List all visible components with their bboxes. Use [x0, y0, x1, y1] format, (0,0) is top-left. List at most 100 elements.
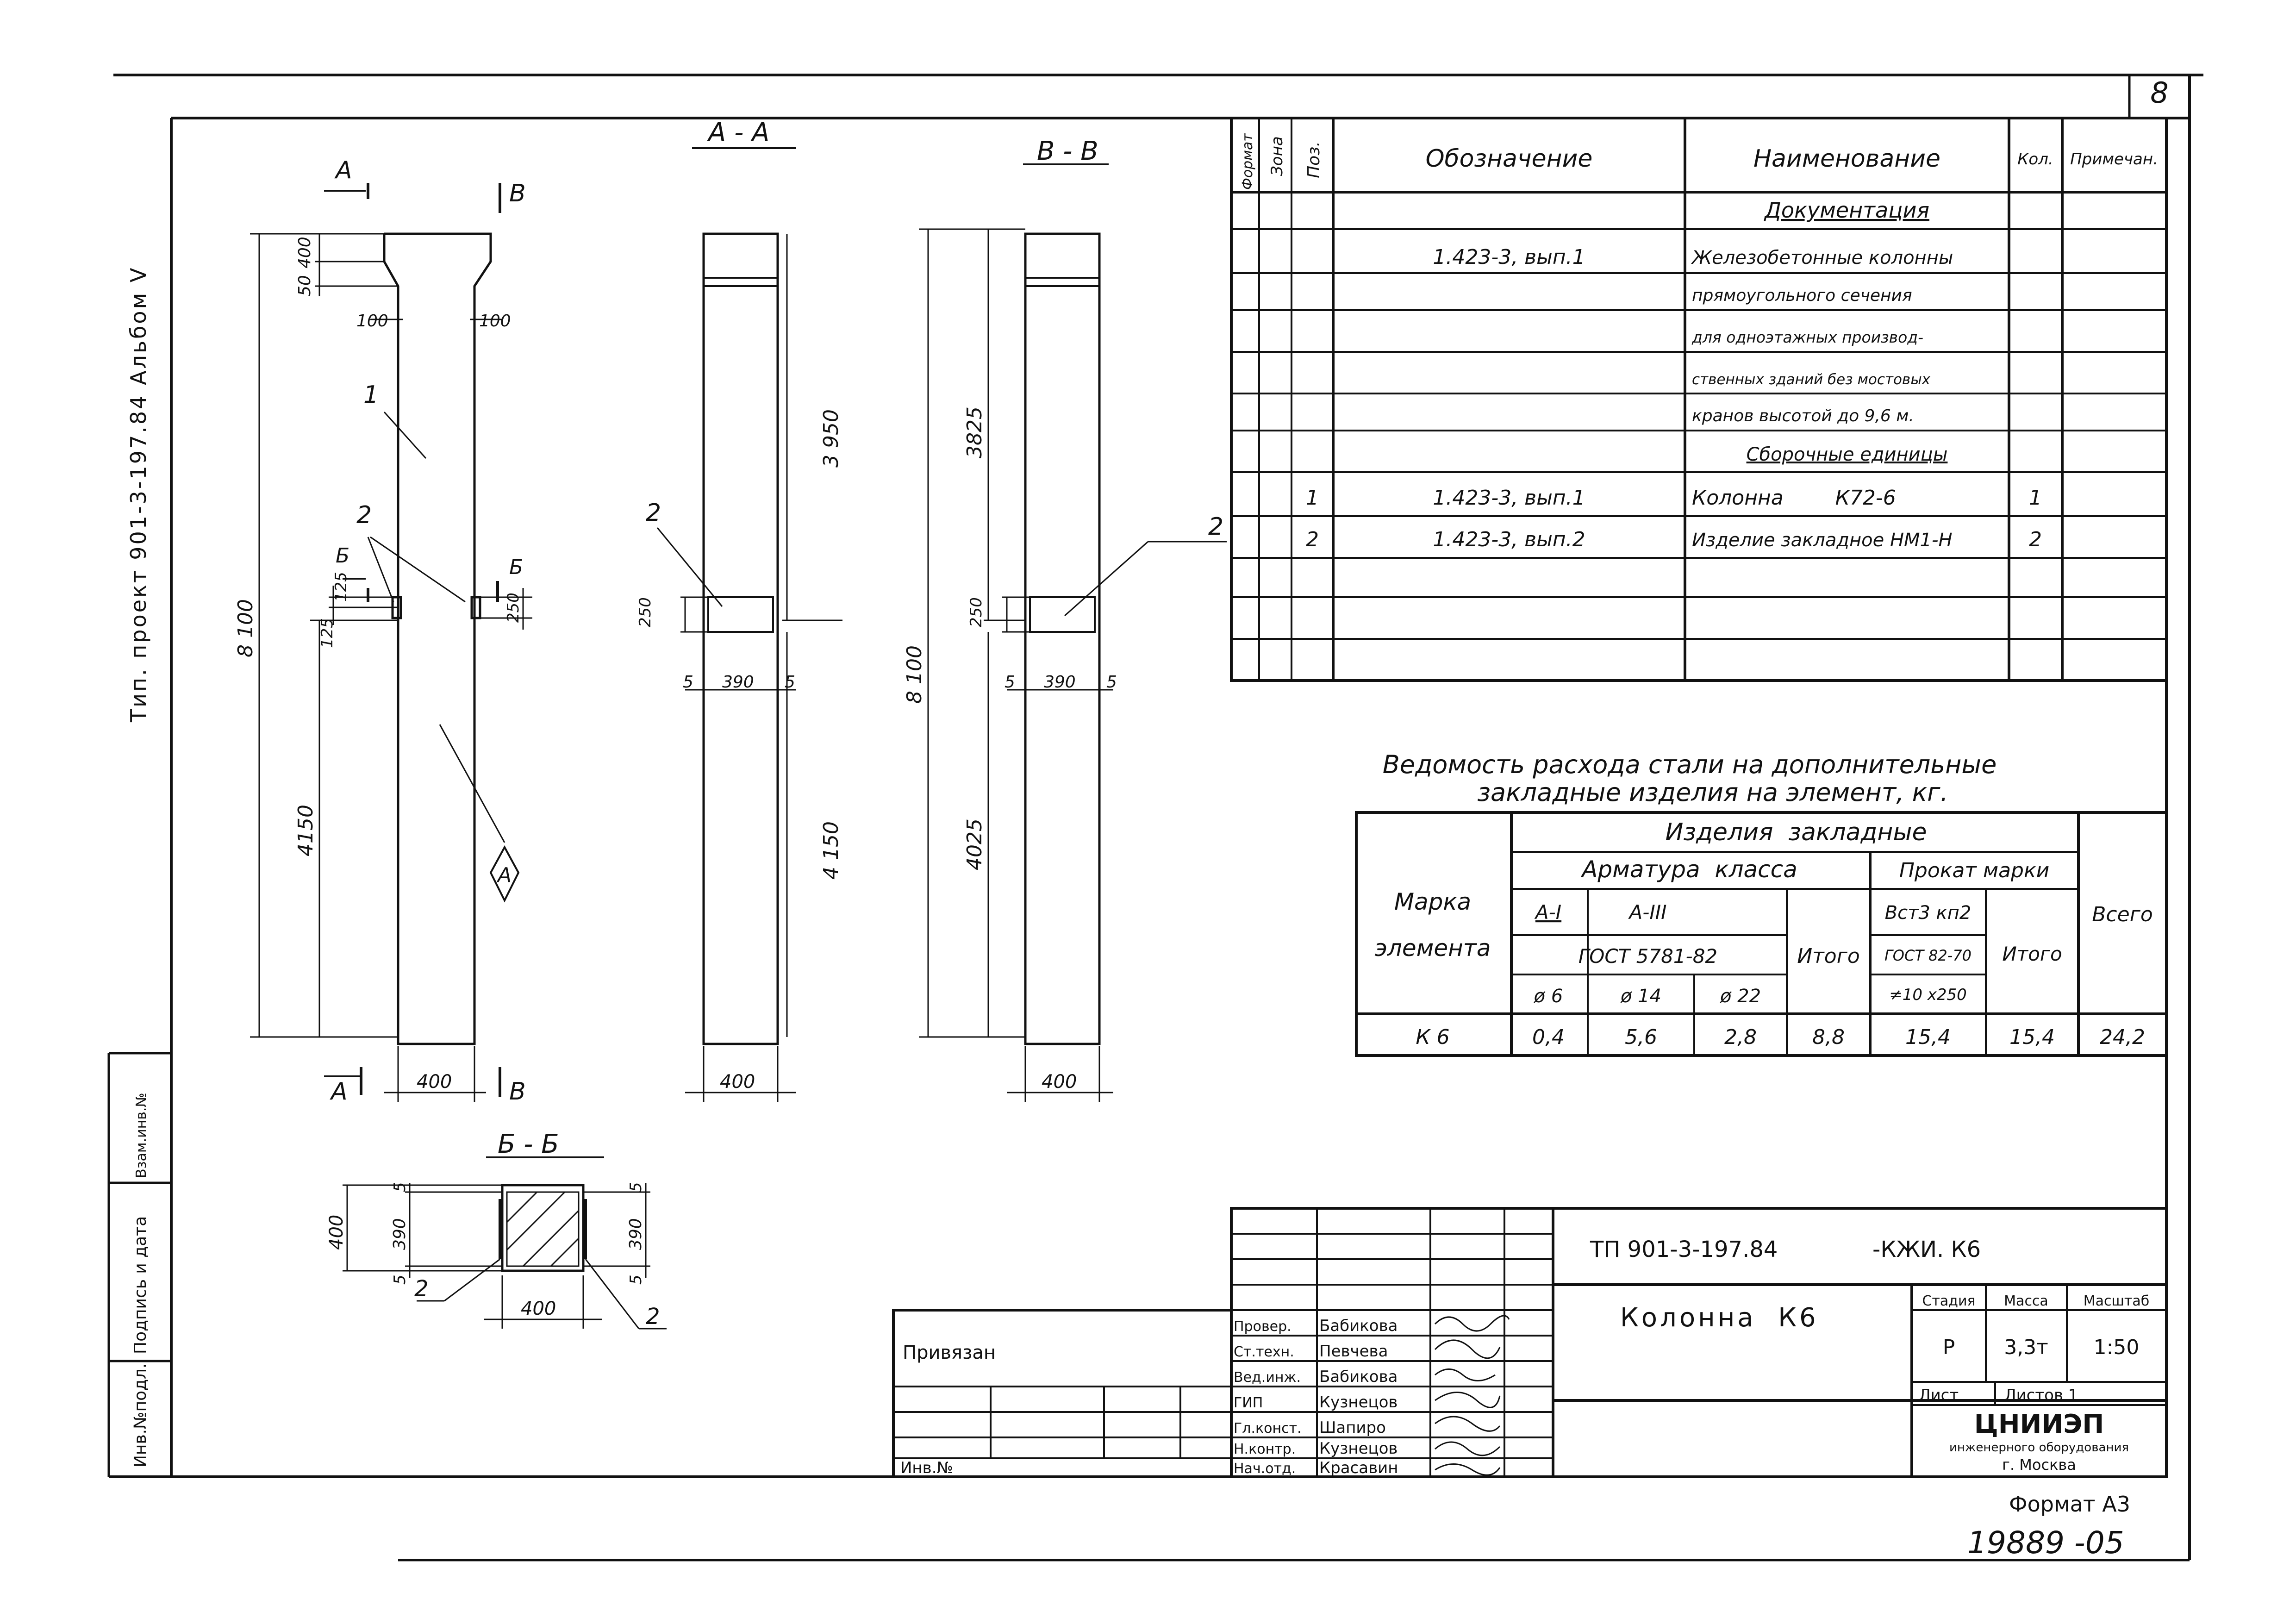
section-aa — [656, 147, 842, 1102]
main-view-labels: А В Б Б А В 400 50 100 100 8 100 125 125… — [234, 156, 526, 1106]
bb-dim-5-d: 5 — [627, 1274, 645, 1285]
steel-d6: ø 6 — [1534, 986, 1563, 1007]
stamp-labels: ТП 901-3-197.84 -КЖИ. К6 Колонна К6 Стад… — [900, 1237, 2149, 1477]
stamp-sheet-label: Лист — [1919, 1386, 1959, 1405]
section-mark-v-top: В — [509, 180, 526, 207]
steel-row-mark: К 6 — [1416, 1025, 1449, 1049]
dim-125-b: 125 — [318, 618, 337, 648]
sheet-format: Формат А3 — [2009, 1492, 2130, 1517]
spec-row-8-qty: 2 — [2029, 528, 2042, 551]
steel-title-line1: Ведомость расхода стали на дополнительны… — [1383, 750, 1997, 779]
stamp-name-6: Красавин — [1319, 1459, 1398, 1477]
stamp-name-5: Кузнецов — [1319, 1439, 1398, 1458]
bb-pos-2-left: 2 — [414, 1276, 429, 1302]
spec-row-2-name: прямоугольного сечения — [1692, 286, 1912, 305]
stamp-org-3: г. Москва — [2002, 1456, 2076, 1474]
steel-gost1: ГОСТ 5781-82 — [1578, 945, 1717, 968]
bb-dim-5-b: 5 — [391, 1274, 409, 1285]
bb-dim-400-left: 400 — [326, 1215, 347, 1250]
stamp-role-0: Провер. — [1234, 1318, 1292, 1335]
section-vv-title: В - В — [1037, 136, 1098, 166]
stamp-scale: 1:50 — [2094, 1336, 2140, 1359]
page-number: 8 — [2150, 76, 2168, 110]
spec-row-8-name: Изделие закладное НМ1-Н — [1692, 530, 1953, 551]
dim-4150: 4150 — [294, 805, 318, 856]
spec-row-7-qty: 1 — [2029, 486, 2042, 510]
aa-dim-4150: 4 150 — [819, 821, 843, 880]
section-bb-labels: Б - Б 400 5 390 5 5 390 5 400 2 2 — [326, 1129, 660, 1330]
stamp-sheets-label: Листов 1 — [2004, 1386, 2078, 1405]
aa-dim-5-left: 5 — [683, 673, 693, 692]
stamp-name-2: Бабикова — [1319, 1368, 1398, 1386]
steel-row-v6: 0,4 — [1532, 1025, 1565, 1049]
bb-dim-390-left: 390 — [390, 1218, 409, 1250]
steel-total: Всего — [2092, 903, 2152, 926]
spec-col-format: Формат — [1240, 133, 1256, 190]
stamp-grid — [892, 1207, 2168, 1478]
section-aa-labels: А - А 3 950 250 5 390 5 4 150 400 2 — [636, 118, 843, 1093]
spec-col-note: Примечан. — [2070, 150, 2158, 169]
section-mark-b-left: Б — [336, 544, 349, 568]
spec-col-pos: Поз. — [1304, 141, 1323, 178]
spec-row-0-name: Документация — [1764, 198, 1929, 223]
steel-size: ≠10 х250 — [1889, 986, 1967, 1004]
spec-col-name: Наименование — [1753, 145, 1940, 173]
stamp-mass: 3,3т — [2004, 1336, 2048, 1359]
section-aa-title: А - А — [707, 118, 769, 148]
steel-d22: ø 22 — [1720, 986, 1761, 1007]
steel-row-v14: 5,6 — [1625, 1025, 1657, 1049]
steel-group: Изделия закладные — [1666, 818, 1927, 846]
steel-row-v22: 2,8 — [1724, 1025, 1757, 1049]
pos-2-label: 2 — [356, 501, 372, 529]
stamp-role-3: ГИП — [1234, 1395, 1263, 1411]
aa-pos-2: 2 — [646, 499, 661, 527]
stamp-org-2: инженерного оборудования — [1949, 1441, 2129, 1455]
stamp-role-1: Ст.техн. — [1234, 1344, 1294, 1360]
vv-dim-390: 390 — [1044, 673, 1076, 692]
spec-col-designation: Обозначение — [1426, 145, 1593, 173]
stamp-name-3: Кузнецов — [1319, 1393, 1398, 1412]
archive-number: 19889 -05 — [1967, 1525, 2124, 1561]
bb-pos-2-right: 2 — [646, 1304, 660, 1330]
spec-row-8-pos: 2 — [1306, 528, 1319, 551]
stamp-role-5: Н.контр. — [1234, 1441, 1296, 1457]
dim-100-right: 100 — [479, 312, 511, 331]
dim-400-bottom: 400 — [417, 1071, 452, 1093]
stamp-code-suffix: -КЖИ. К6 — [1872, 1237, 1981, 1262]
stamp-stage: Р — [1943, 1336, 1955, 1359]
dim-8100: 8 100 — [234, 599, 257, 657]
stamp-inv: Инв.№ — [900, 1459, 953, 1477]
steel-itogo1: Итого — [1797, 944, 1860, 968]
aa-dim-390: 390 — [722, 673, 754, 692]
spec-row-4-name: ственных зданий без мостовых — [1692, 371, 1931, 388]
spec-row-1-name: Железобетонные колонны — [1691, 247, 1953, 269]
margin-label-inv: Инв.№подл. — [131, 1363, 150, 1468]
steel-table-grid — [1355, 811, 2168, 1057]
section-bb-title: Б - Б — [498, 1129, 559, 1159]
section-mark-b-right: Б — [509, 556, 523, 579]
section-vv-labels: В - В 3825 8 100 250 5 390 5 4025 400 2 — [903, 136, 1223, 1093]
steel-arm: Арматура класса — [1580, 856, 1797, 883]
steel-title-line2: закладные изделия на элемент, кг. — [1477, 778, 1948, 807]
stamp-name-0: Бабикова — [1319, 1317, 1398, 1335]
section-mark-a-bottom: А — [330, 1078, 348, 1106]
note-mark: А — [496, 863, 512, 887]
vv-dim-3825: 3825 — [963, 406, 986, 458]
pos-1-label: 1 — [363, 381, 379, 409]
spec-row-8-designation: 1.423-3, вып.2 — [1433, 528, 1585, 551]
spec-col-zone: Зона — [1268, 136, 1286, 176]
spec-table-header: Формат Зона Поз. Обозначение Наименовани… — [1240, 133, 2158, 190]
aa-dim-400: 400 — [720, 1071, 755, 1093]
steel-vst: Вст3 кп2 — [1885, 902, 1972, 924]
spec-row-7-pos: 1 — [1306, 486, 1319, 510]
steel-table-labels: Марка элемента Изделия закладные Арматур… — [1374, 818, 2152, 1049]
steel-row-sum2: 15,4 — [2009, 1025, 2055, 1049]
steel-aiii: А-III — [1628, 901, 1666, 924]
section-mark-v-bottom: В — [509, 1078, 526, 1106]
column-main-view — [250, 183, 532, 1102]
vv-pos-2: 2 — [1208, 513, 1223, 541]
stamp-role-4: Гл.конст. — [1234, 1420, 1302, 1437]
stamp-mass-label: Масса — [2004, 1293, 2048, 1309]
left-margin-title: Тип. проект 901-3-197.84 Альбом V — [126, 266, 151, 723]
